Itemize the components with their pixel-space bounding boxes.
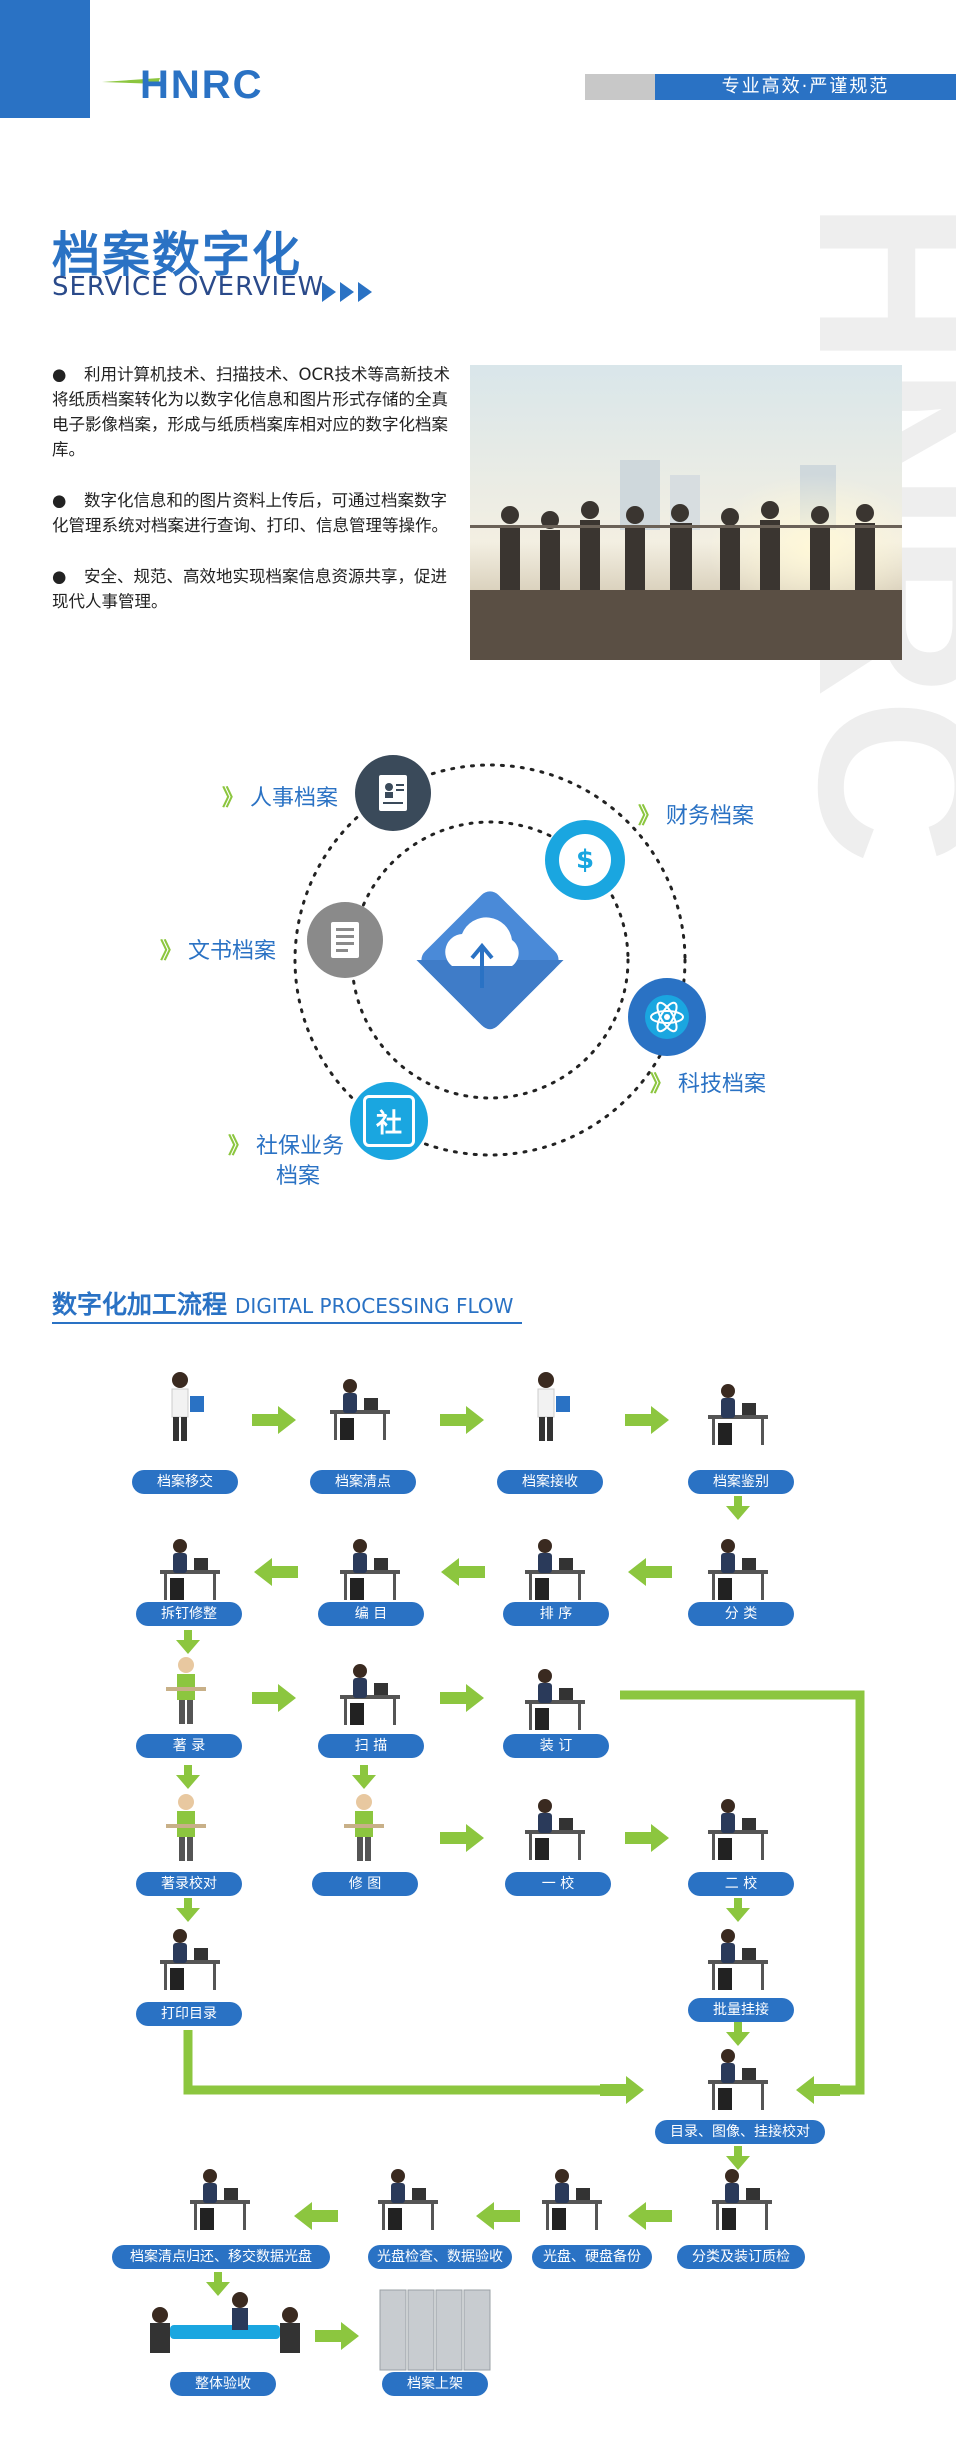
- triangle-icon: [340, 282, 354, 302]
- personnel-archive-label: 》人事档案: [222, 786, 339, 811]
- tagline-accent: [585, 74, 655, 100]
- corner-block: [0, 0, 90, 118]
- step-label: 档案清点归还、移交数据光盘: [112, 2245, 330, 2269]
- intro-text: ●利用计算机技术、扫描技术、OCR技术等高新技术将纸质档案转化为以数字化信息和图…: [52, 362, 457, 640]
- personnel-archive-icon: [355, 755, 431, 831]
- step-label: 档案移交: [132, 1470, 238, 1494]
- step-label: 打印目录: [136, 2002, 242, 2026]
- chevron-icon: 》: [160, 939, 183, 964]
- step-label: 扫 描: [318, 1734, 424, 1758]
- step-label: 档案鉴别: [688, 1470, 794, 1494]
- chevron-icon: 》: [222, 786, 245, 811]
- step-label: 装 订: [503, 1734, 609, 1758]
- hnrc-logo: HNRC: [102, 63, 264, 107]
- social-security-archive-label-2: 档案: [276, 1164, 321, 1189]
- chevron-icon: 》: [638, 804, 661, 829]
- intro-paragraph: ●安全、规范、高效地实现档案信息资源共享，促进现代人事管理。: [52, 564, 457, 614]
- step-label: 分类及装订质检: [677, 2245, 805, 2269]
- tech-archive-icon: [628, 978, 706, 1056]
- step-label: 整体验收: [170, 2372, 276, 2396]
- chevron-icon: 》: [228, 1134, 251, 1159]
- triangle-icon: [358, 282, 372, 302]
- intro-paragraph: ●数字化信息和的图片资料上传后，可通过档案数字化管理系统对档案进行查询、打印、信…: [52, 488, 457, 538]
- step-label: 著 录: [136, 1734, 242, 1758]
- triangle-icon: [322, 282, 336, 302]
- step-label: 档案接收: [497, 1470, 603, 1494]
- bullet-icon: ●: [52, 567, 67, 586]
- step-label: 光盘、硬盘备份: [532, 2245, 652, 2269]
- finance-archive-icon: $: [545, 820, 625, 900]
- bullet-icon: ●: [52, 491, 67, 510]
- svg-text:HNRC: HNRC: [140, 63, 264, 107]
- bullet-icon: ●: [52, 365, 67, 384]
- flow-connectors: [176, 1406, 865, 2350]
- document-archive-label: 》文书档案: [160, 939, 277, 964]
- document-archive-icon: [307, 902, 383, 978]
- step-label: 著录校对: [136, 1872, 242, 1896]
- step-label: 排 序: [503, 1602, 609, 1626]
- team-photo: [470, 365, 902, 660]
- step-label: 分 类: [688, 1602, 794, 1626]
- archive-ring-diagram: [293, 763, 687, 1157]
- step-label: 编 目: [318, 1602, 424, 1626]
- step-label: 档案上架: [382, 2372, 488, 2396]
- step-label: 修 图: [312, 1872, 418, 1896]
- chevron-icon: 》: [650, 1072, 673, 1097]
- step-label: 拆钉修整: [136, 1602, 242, 1626]
- finance-archive-label: 》财务档案: [638, 804, 755, 829]
- page-title: 档案数字化: [52, 227, 303, 283]
- step-label: 二 校: [688, 1872, 794, 1896]
- intro-paragraph: ●利用计算机技术、扫描技术、OCR技术等高新技术将纸质档案转化为以数字化信息和图…: [52, 362, 457, 462]
- tech-archive-label: 》科技档案: [650, 1072, 767, 1097]
- step-label: 批量挂接: [688, 1998, 794, 2022]
- page-subtitle: SERVICE OVERVIEW: [52, 272, 325, 302]
- flow-figures: [150, 1371, 772, 2371]
- social-security-archive-label: 》社保业务: [228, 1134, 345, 1159]
- step-label: 一 校: [505, 1872, 611, 1896]
- step-label: 档案清点: [310, 1470, 416, 1494]
- flow-title-underline: [52, 1322, 522, 1324]
- tagline: 专业高效·严谨规范: [655, 74, 956, 100]
- step-label: 目录、图像、挂接校对: [655, 2120, 825, 2144]
- step-label: 光盘检查、数据验收: [368, 2245, 512, 2269]
- social-security-archive-icon: 社: [350, 1082, 428, 1160]
